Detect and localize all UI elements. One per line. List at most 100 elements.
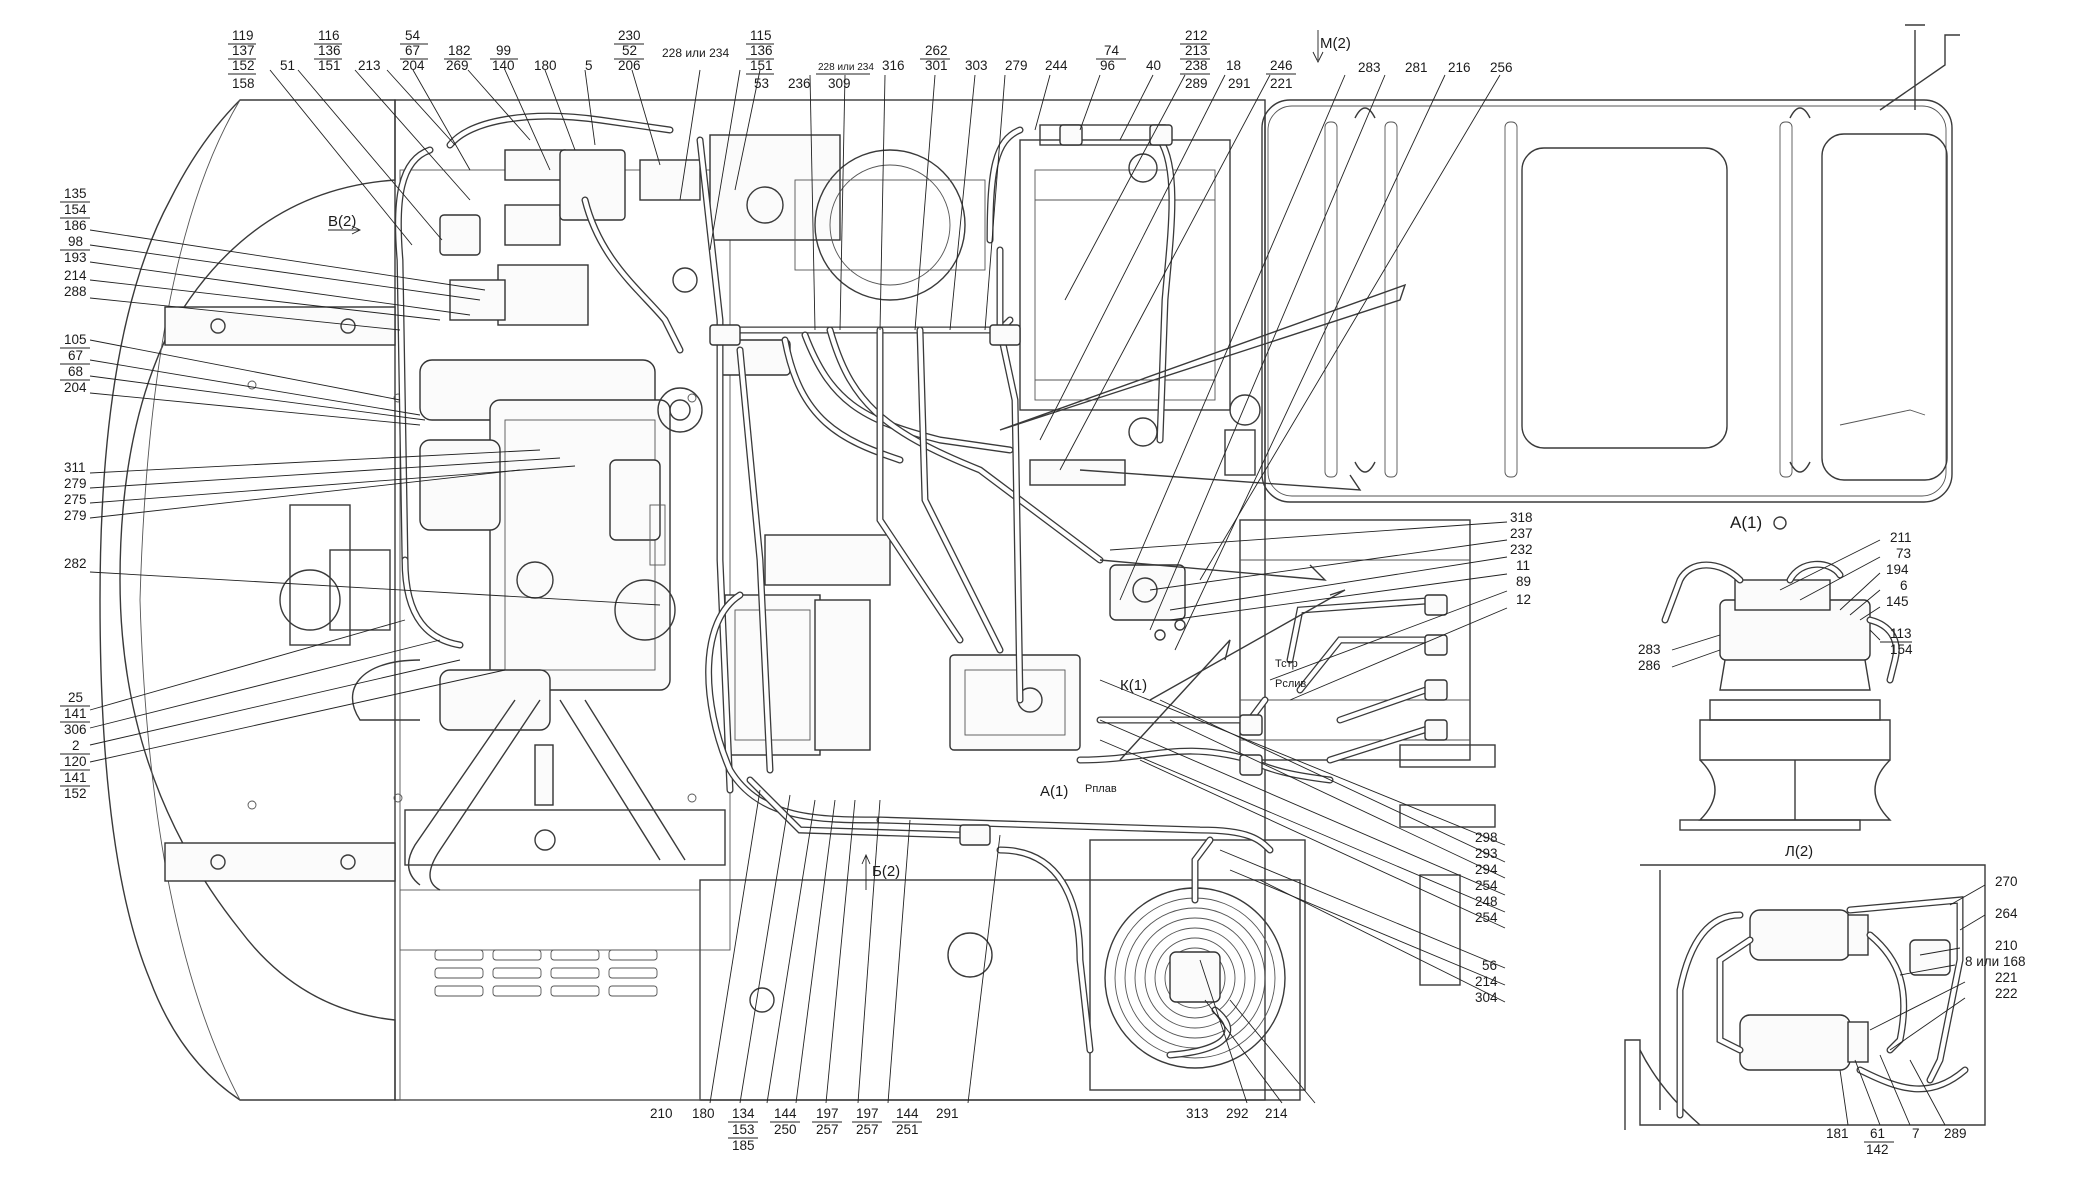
callout: 56 [1482, 958, 1497, 973]
radiator [1019, 124, 1261, 476]
callout: 61 [1870, 1126, 1885, 1141]
callout: 303 [965, 58, 988, 73]
callout: 286 [1638, 658, 1661, 673]
callout: 12 [1516, 592, 1531, 607]
hydraulic-tank [1261, 24, 1960, 503]
annotation-rpl: Рплав [1085, 783, 1117, 795]
callout: 152 [64, 786, 87, 801]
callout: 279 [1005, 58, 1028, 73]
callout: 193 [64, 250, 87, 265]
callout: 291 [1228, 76, 1251, 91]
lower-beam [164, 842, 396, 882]
callout: 238 [1185, 58, 1208, 73]
callout: 182 [448, 43, 471, 58]
callout: 89 [1516, 574, 1531, 589]
callout: 248 [1475, 894, 1498, 909]
callout: 154 [1890, 642, 1913, 657]
callout: 221 [1270, 76, 1293, 91]
callout: 144 [896, 1106, 919, 1121]
view-marker-k: К(1) [1120, 677, 1147, 694]
callout: 212 [1185, 28, 1208, 43]
callout: 283 [1638, 642, 1661, 657]
view-marker-a: А(1) [1040, 783, 1068, 800]
callout: 251 [896, 1122, 919, 1137]
view-l-title: Л(2) [1785, 843, 1813, 860]
callout: 53 [754, 76, 769, 91]
cooling-fan [1089, 839, 1306, 1091]
callout: 105 [64, 332, 87, 347]
callout: 256 [1490, 60, 1513, 75]
callout: 194 [1886, 562, 1909, 577]
view-marker-b-bottom: Б(2) [872, 863, 900, 880]
callout: 135 [64, 186, 87, 201]
view-marker-m: М(2) [1320, 35, 1351, 52]
callout: 288 [64, 284, 87, 299]
callout: 316 [882, 58, 905, 73]
callout: 136 [750, 43, 773, 58]
callout: 289 [1185, 76, 1208, 91]
callout: 141 [64, 770, 87, 785]
callout: 236 [788, 76, 811, 91]
callout: 298 [1475, 830, 1498, 845]
callout: 186 [64, 218, 87, 233]
engine-block [279, 359, 726, 891]
callout: 250 [774, 1122, 797, 1137]
callout: 67 [405, 43, 420, 58]
callout: 52 [622, 43, 637, 58]
callout: 228 или 234 [662, 46, 729, 60]
callout: 311 [64, 460, 86, 475]
callout: 137 [232, 43, 255, 58]
callout: 304 [1475, 990, 1498, 1005]
view-a-title: А(1) [1730, 513, 1762, 532]
callout: 2 [72, 738, 80, 753]
view-l-detail [1624, 864, 1986, 1130]
callout: 289 [1944, 1126, 1967, 1141]
callout: 181 [1826, 1126, 1849, 1141]
callout: 144 [774, 1106, 797, 1121]
callout: 216 [1448, 60, 1471, 75]
callout: 210 [1995, 938, 2018, 953]
callout: 140 [492, 58, 515, 73]
callout: 293 [1475, 846, 1498, 861]
callout: 151 [318, 58, 341, 73]
callout: 222 [1995, 986, 2018, 1001]
callout: 119 [232, 28, 254, 43]
callout: 180 [534, 58, 557, 73]
annotation-tstr: Тстр [1275, 658, 1298, 670]
callout: 211 [1890, 530, 1912, 545]
callout: 54 [405, 28, 421, 43]
callout: 113 [1890, 626, 1912, 641]
callout: 142 [1866, 1142, 1889, 1157]
callout: 154 [64, 202, 87, 217]
callout: 214 [1265, 1106, 1288, 1121]
callout: 11 [1516, 558, 1530, 573]
callout: 40 [1146, 58, 1161, 73]
callout: 25 [68, 690, 83, 705]
vent-louvres [434, 949, 658, 997]
callout: 275 [64, 492, 87, 507]
callout: 264 [1995, 906, 2018, 921]
callout: 152 [232, 58, 255, 73]
callout: 136 [318, 43, 341, 58]
callout: 134 [732, 1106, 755, 1121]
callout: 237 [1510, 526, 1533, 541]
callout: 232 [1510, 542, 1533, 557]
callout: 254 [1475, 910, 1498, 925]
callout: 244 [1045, 58, 1068, 73]
callout: 73 [1896, 546, 1911, 561]
annotation-rstr: Рслив [1275, 678, 1306, 690]
callout: 213 [358, 58, 381, 73]
callout: 313 [1186, 1106, 1209, 1121]
callout: 230 [618, 28, 641, 43]
callout: 309 [828, 76, 851, 91]
callout: 151 [750, 58, 773, 73]
callout: 213 [1185, 43, 1208, 58]
callout-labels: 119 137 152 158 51 116 136 151 213 54 67… [60, 28, 2026, 1157]
callout: 279 [64, 508, 87, 523]
callout: 282 [64, 556, 87, 571]
callout: 214 [64, 268, 87, 283]
callout: 158 [232, 76, 255, 91]
callout: 18 [1226, 58, 1241, 73]
tank-ribs [1324, 121, 1793, 478]
